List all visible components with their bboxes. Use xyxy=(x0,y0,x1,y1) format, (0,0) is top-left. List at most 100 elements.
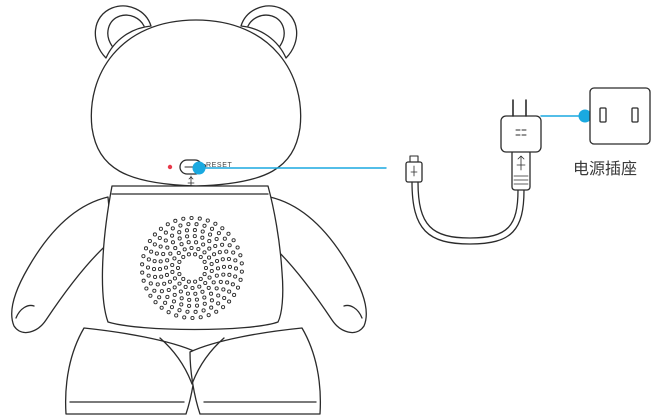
speaker-hole xyxy=(159,305,164,310)
speaker-hole xyxy=(153,300,158,305)
speaker-hole xyxy=(186,240,191,245)
speaker-hole xyxy=(158,244,163,249)
speaker-hole xyxy=(190,315,195,321)
speaker-hole xyxy=(202,272,207,277)
micro-usb-tip xyxy=(409,155,419,163)
speaker-hole xyxy=(179,296,184,301)
bear-robot xyxy=(11,5,367,415)
speaker-hole xyxy=(190,285,195,291)
speaker-hole xyxy=(220,257,225,262)
speaker-hole xyxy=(207,246,212,251)
speaker-hole xyxy=(165,294,170,300)
speaker-hole xyxy=(238,277,243,282)
speaker-hole xyxy=(214,309,219,314)
power-adapter xyxy=(500,115,542,153)
speaker-hole xyxy=(217,250,222,255)
speaker-hole xyxy=(164,272,169,278)
speaker-hole xyxy=(161,252,166,257)
speaker-hole xyxy=(193,279,198,284)
wall-outlet xyxy=(589,87,651,145)
speaker-hole xyxy=(167,279,172,284)
speaker-hole xyxy=(233,258,238,263)
left-ear-inner xyxy=(107,14,145,47)
speaker-hole xyxy=(231,238,236,243)
speaker-hole xyxy=(163,300,168,305)
speaker-hole xyxy=(154,251,159,256)
speaker-hole xyxy=(201,308,206,313)
speaker-hole xyxy=(158,226,163,231)
speaker-hole xyxy=(233,274,238,279)
speaker-hole xyxy=(152,259,157,264)
speaker-hole xyxy=(186,279,191,284)
speaker-hole xyxy=(209,305,214,310)
adapter-logo xyxy=(515,129,527,136)
outlet-plate xyxy=(589,87,651,145)
speaker-hole xyxy=(222,236,227,241)
speaker-hole xyxy=(220,226,225,231)
speaker-hole xyxy=(205,218,210,223)
power-outlet-label: 电源插座 xyxy=(573,161,638,178)
speaker-hole xyxy=(184,228,190,233)
speaker-hole xyxy=(227,299,232,304)
speaker-hole xyxy=(196,246,201,252)
speaker-hole xyxy=(193,291,198,296)
callouts xyxy=(192,109,592,175)
speaker-hole xyxy=(157,235,162,241)
speaker-hole xyxy=(173,218,178,223)
speaker-hole xyxy=(177,272,182,277)
speaker-hole xyxy=(179,242,184,247)
speaker-hole xyxy=(221,264,227,269)
speaker-hole xyxy=(214,258,220,264)
speaker-hole xyxy=(200,229,205,234)
speaker-hole xyxy=(163,230,168,235)
speaker-hole xyxy=(172,276,177,281)
speaker-hole xyxy=(169,305,175,310)
speaker-hole xyxy=(152,288,157,293)
speaker-hole xyxy=(197,284,202,289)
speaker-hole xyxy=(179,302,184,307)
speaker-hole xyxy=(162,281,167,286)
speaker-hole xyxy=(178,223,183,228)
speaker-hole xyxy=(157,267,163,272)
speaker-hole xyxy=(231,250,236,255)
speaker-hole xyxy=(187,303,192,308)
speaker-hole xyxy=(145,265,151,270)
speaker-hole xyxy=(209,268,214,274)
speaker-hole xyxy=(213,221,218,226)
outlet-callout-dot xyxy=(578,109,592,123)
speaker-hole xyxy=(140,270,145,275)
speaker-hole xyxy=(193,309,198,314)
speaker-hole xyxy=(143,246,149,251)
speaker-hole xyxy=(202,259,207,264)
speaker-hole xyxy=(166,310,171,315)
speaker-hole xyxy=(202,295,207,300)
indicator-light xyxy=(167,164,173,170)
speaker-hole xyxy=(225,280,230,285)
right-leg xyxy=(189,327,322,415)
speaker-hole xyxy=(212,252,217,257)
speaker-hole xyxy=(203,265,209,271)
speaker-hole xyxy=(158,259,163,264)
micro-usb-mark xyxy=(410,165,418,177)
speaker-hole xyxy=(213,243,218,249)
speaker-hole xyxy=(209,226,215,231)
left-leg xyxy=(64,327,197,415)
speaker-hole xyxy=(166,287,171,293)
speaker-hole xyxy=(207,255,212,260)
speaker-hole xyxy=(209,261,214,267)
speaker-hole xyxy=(189,245,194,251)
bear-torso xyxy=(101,185,284,331)
speaker-hole xyxy=(187,297,192,302)
speaker-hole xyxy=(192,228,197,233)
usb-icon xyxy=(187,175,195,187)
charger xyxy=(405,99,542,245)
speaker-hole xyxy=(214,273,219,278)
speaker-hole xyxy=(165,245,170,250)
speaker-hole xyxy=(207,239,212,244)
speaker-hole xyxy=(221,287,226,292)
speaker-hole xyxy=(208,232,213,237)
speaker-hole xyxy=(181,254,186,260)
speaker-hole xyxy=(198,254,203,260)
speaker-hole xyxy=(152,232,157,237)
speaker-hole xyxy=(200,235,205,240)
